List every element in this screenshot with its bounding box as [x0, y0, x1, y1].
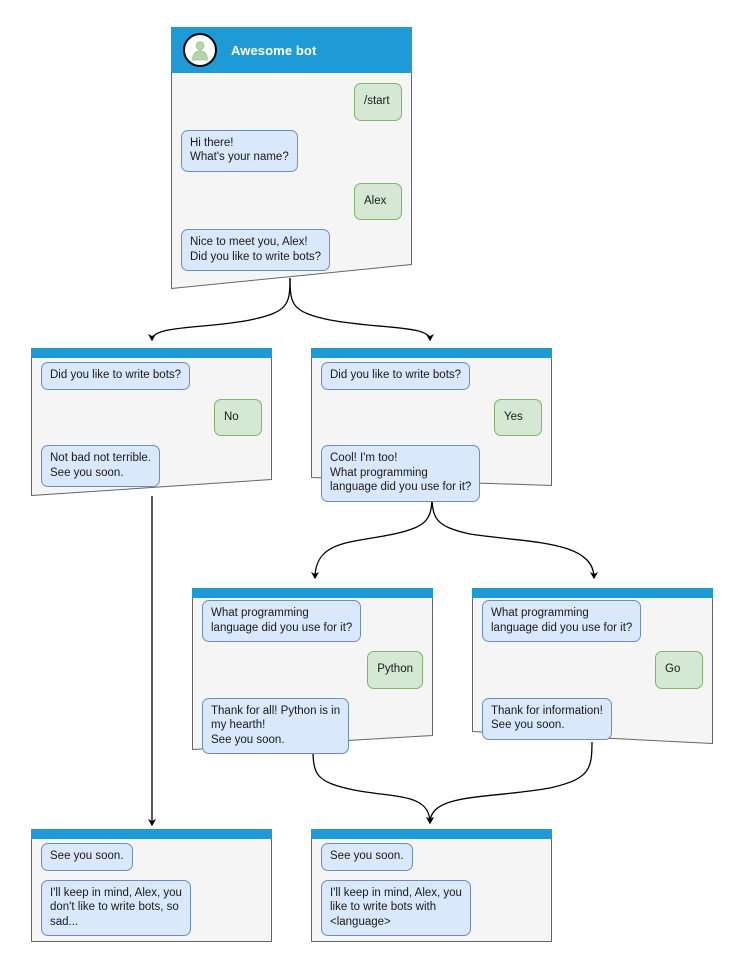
user-bubble[interactable]: Python	[367, 651, 423, 689]
node-yes-branch[interactable]: Did you like to write bots? Yes Cool! I'…	[311, 348, 552, 502]
node-end-sad-messages: See you soon. I'll keep in mind, Alex, y…	[31, 843, 272, 945]
node-root[interactable]: Awesome bot /start Hi there! What's your…	[171, 27, 412, 289]
bot-bubble[interactable]: Cool! I'm too! What programming language…	[321, 445, 481, 502]
message-row: Python	[202, 651, 423, 689]
bot-bubble[interactable]: What programming language did you use fo…	[482, 600, 642, 642]
message-row: Did you like to write bots?	[41, 362, 262, 390]
message-row: Go	[482, 651, 703, 689]
person-avatar-icon	[183, 33, 217, 67]
node-no-branch-header	[31, 348, 272, 358]
message-row: Alex	[181, 182, 402, 220]
node-yes-branch-header	[311, 348, 552, 358]
message-row: Hi there! What's your name?	[181, 129, 402, 172]
bot-bubble[interactable]: Not bad not terrible. See you soon.	[41, 445, 161, 487]
message-row: I'll keep in mind, Alex, you like to wri…	[321, 879, 542, 936]
message-row: Yes	[321, 398, 542, 436]
user-bubble[interactable]: Alex	[354, 182, 402, 220]
node-end-sad[interactable]: See you soon. I'll keep in mind, Alex, y…	[31, 829, 272, 942]
bot-bubble[interactable]: What programming language did you use fo…	[202, 600, 362, 642]
node-go-branch[interactable]: What programming language did you use fo…	[472, 588, 713, 744]
message-row: What programming language did you use fo…	[202, 600, 423, 642]
bot-bubble[interactable]: Nice to meet you, Alex! Did you like to …	[181, 229, 331, 271]
message-row: What programming language did you use fo…	[482, 600, 703, 642]
bot-bubble[interactable]: I'll keep in mind, Alex, you don't like …	[41, 879, 191, 936]
message-row: No	[41, 398, 262, 436]
user-bubble[interactable]: Go	[655, 651, 703, 689]
node-root-messages: /start Hi there! What's your name? Alex …	[171, 83, 412, 280]
message-row: Thank for information! See you soon.	[482, 697, 703, 740]
node-go-branch-header	[472, 588, 713, 598]
user-bubble[interactable]: No	[214, 398, 262, 436]
user-bubble[interactable]: Yes	[494, 398, 542, 436]
node-yes-branch-messages: Did you like to write bots? Yes Cool! I'…	[311, 362, 552, 511]
node-end-happy-messages: See you soon. I'll keep in mind, Alex, y…	[311, 843, 552, 945]
node-root-header: Awesome bot	[171, 27, 412, 73]
bot-bubble[interactable]: See you soon.	[41, 843, 133, 871]
node-python-branch-messages: What programming language did you use fo…	[192, 600, 433, 763]
node-python-branch[interactable]: What programming language did you use fo…	[192, 588, 433, 754]
node-end-happy-header	[311, 829, 552, 839]
bot-bubble[interactable]: Did you like to write bots?	[41, 362, 191, 390]
node-no-branch-messages: Did you like to write bots? No Not bad n…	[31, 362, 272, 496]
bot-bubble[interactable]: Hi there! What's your name?	[181, 129, 298, 172]
node-root-title: Awesome bot	[231, 42, 317, 58]
message-row: Not bad not terrible. See you soon.	[41, 445, 262, 487]
message-row: See you soon.	[41, 843, 262, 871]
message-row: Nice to meet you, Alex! Did you like to …	[181, 229, 402, 271]
message-row: See you soon.	[321, 843, 542, 871]
bot-bubble[interactable]: I'll keep in mind, Alex, you like to wri…	[321, 879, 471, 936]
node-python-branch-header	[192, 588, 433, 598]
node-go-branch-messages: What programming language did you use fo…	[472, 600, 713, 749]
node-no-branch[interactable]: Did you like to write bots? No Not bad n…	[31, 348, 272, 496]
bot-bubble[interactable]: Did you like to write bots?	[321, 362, 471, 390]
node-end-happy[interactable]: See you soon. I'll keep in mind, Alex, y…	[311, 829, 552, 942]
bot-bubble[interactable]: Thank for information! See you soon.	[482, 697, 612, 740]
message-row: Cool! I'm too! What programming language…	[321, 445, 542, 502]
node-end-sad-header	[31, 829, 272, 839]
edge-go-to-end-happy	[425, 741, 593, 825]
message-row: /start	[181, 83, 402, 121]
message-row: Thank for all! Python is in my hearth! S…	[202, 697, 423, 754]
bot-bubble[interactable]: Thank for all! Python is in my hearth! S…	[202, 697, 350, 754]
user-bubble[interactable]: /start	[354, 83, 402, 121]
message-row: Did you like to write bots?	[321, 362, 542, 390]
message-row: I'll keep in mind, Alex, you don't like …	[41, 879, 262, 936]
bot-bubble[interactable]: See you soon.	[321, 843, 413, 871]
